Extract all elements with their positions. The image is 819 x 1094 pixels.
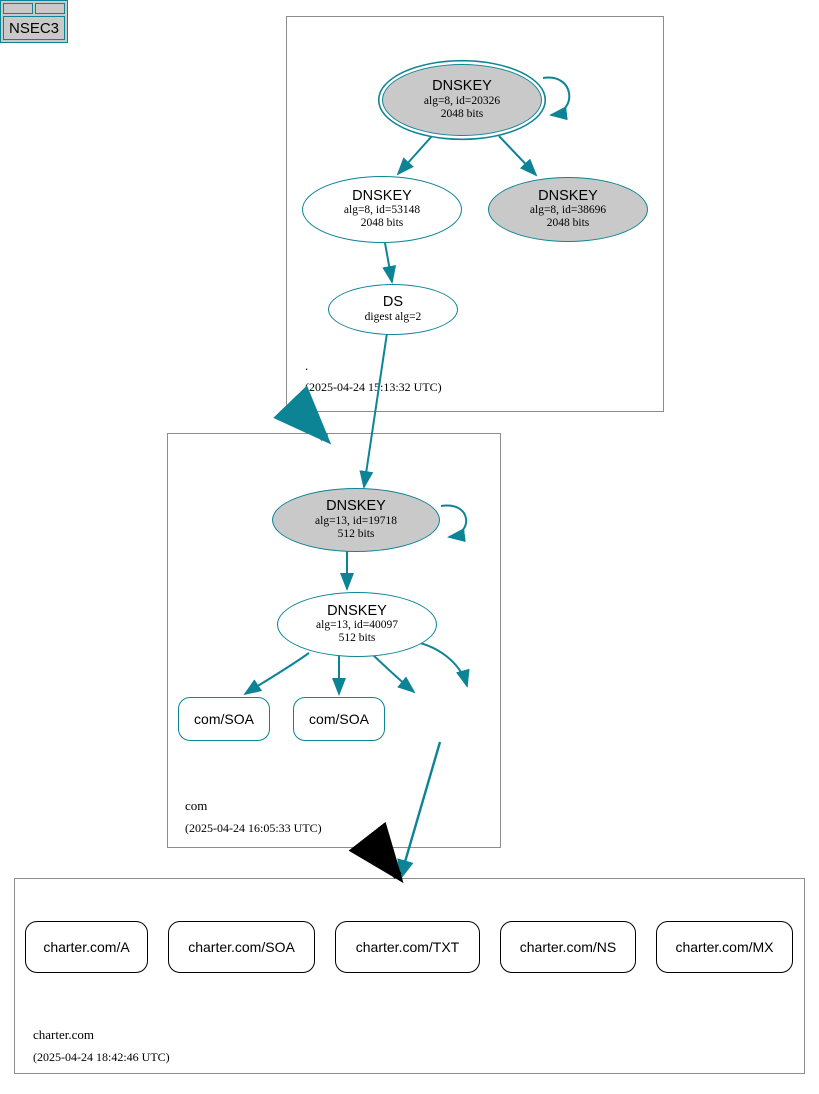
node-dnskey-53148-size: 2048 bits <box>360 217 404 230</box>
node-rrset-com-soa-1[interactable]: com/SOA <box>178 697 270 741</box>
node-dnskey-40097-size: 512 bits <box>338 632 376 645</box>
node-dnskey-53148-type: DNSKEY <box>352 187 412 204</box>
node-dnskey-38696-type: DNSKEY <box>538 187 598 204</box>
edge-delegation-com-to-charter-com <box>348 821 404 884</box>
zone-label-root-timestamp: (2025-04-24 15:13:32 UTC) <box>305 380 442 394</box>
node-dnskey-38696-alg-id: alg=8, id=38696 <box>529 204 607 217</box>
node-rrset-com-soa-2-label: com/SOA <box>309 711 369 727</box>
node-rrset-charter-a[interactable]: charter.com/A <box>25 921 148 973</box>
node-rrset-charter-txt[interactable]: charter.com/TXT <box>335 921 480 973</box>
node-rrset-charter-ns[interactable]: charter.com/NS <box>500 921 636 973</box>
node-dnskey-20326-type: DNSKEY <box>432 78 492 95</box>
zone-label-charter-com-timestamp: (2025-04-24 18:42:46 UTC) <box>33 1050 170 1064</box>
node-ds-com-digest-alg: digest alg=2 <box>364 310 422 323</box>
zone-box-com <box>167 433 501 848</box>
node-dnskey-20326-size: 2048 bits <box>440 107 484 120</box>
node-dnskey-38696-size: 2048 bits <box>546 217 590 230</box>
zone-label-com-name: com <box>185 798 208 813</box>
node-dnskey-53148[interactable]: DNSKEY alg=8, id=53148 2048 bits <box>302 176 462 243</box>
node-rrset-charter-mx-label: charter.com/MX <box>675 939 774 955</box>
zone-box-charter-com <box>14 878 805 1074</box>
node-ds-com-type: DS <box>382 294 404 311</box>
node-rrset-charter-soa-label: charter.com/SOA <box>188 939 295 955</box>
node-dnskey-19718[interactable]: DNSKEY alg=13, id=19718 512 bits <box>272 488 440 552</box>
node-dnskey-19718-type: DNSKEY <box>326 498 386 515</box>
node-dnskey-19718-alg-id: alg=13, id=19718 <box>315 514 397 527</box>
node-dnskey-20326[interactable]: DNSKEY alg=8, id=20326 2048 bits <box>382 64 542 136</box>
nsec3-cell-left <box>3 3 33 14</box>
node-nsec3[interactable]: NSEC3 <box>0 0 68 43</box>
node-dnskey-53148-alg-id: alg=8, id=53148 <box>343 204 421 217</box>
zone-box-root <box>286 16 664 412</box>
node-dnskey-38696[interactable]: DNSKEY alg=8, id=38696 2048 bits <box>488 177 648 242</box>
node-dnskey-40097-alg-id: alg=13, id=40097 <box>316 619 398 632</box>
node-rrset-charter-mx[interactable]: charter.com/MX <box>656 921 793 973</box>
node-ds-com[interactable]: DS digest alg=2 <box>328 284 458 335</box>
nsec3-cell-right <box>35 3 65 14</box>
nsec3-cells-row <box>3 3 65 14</box>
node-dnskey-19718-size: 512 bits <box>337 527 375 540</box>
zone-label-root-name: . <box>305 358 309 373</box>
node-dnskey-40097-type: DNSKEY <box>327 602 387 619</box>
node-rrset-charter-ns-label: charter.com/NS <box>519 939 617 955</box>
node-dnskey-40097[interactable]: DNSKEY alg=13, id=40097 512 bits <box>277 592 437 657</box>
node-nsec3-label: NSEC3 <box>3 16 65 40</box>
node-rrset-charter-soa[interactable]: charter.com/SOA <box>168 921 315 973</box>
zone-label-charter-com-name: charter.com <box>33 1027 94 1042</box>
node-rrset-com-soa-2[interactable]: com/SOA <box>293 697 385 741</box>
node-rrset-com-soa-1-label: com/SOA <box>194 711 254 727</box>
node-rrset-charter-a-label: charter.com/A <box>43 939 130 955</box>
node-dnskey-20326-alg-id: alg=8, id=20326 <box>423 94 501 107</box>
zone-label-com-timestamp: (2025-04-24 16:05:33 UTC) <box>185 821 322 835</box>
node-rrset-charter-txt-label: charter.com/TXT <box>355 939 460 955</box>
